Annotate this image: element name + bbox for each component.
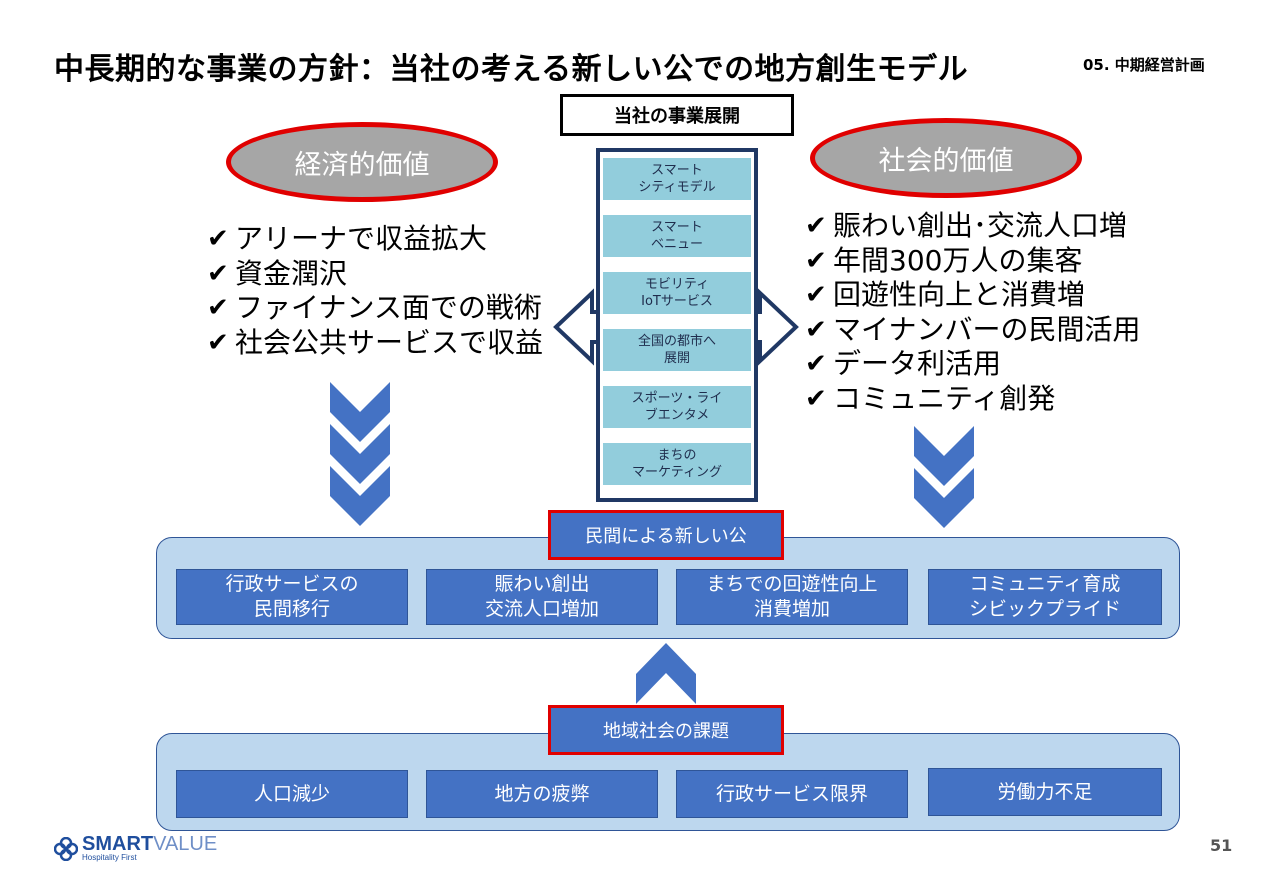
business-development-label: 当社の事業展開 — [560, 94, 794, 136]
logo-text-bold: SMART — [82, 833, 154, 855]
social-value-list: ✔賑わい創出･交流人口増 ✔年間300万人の集客 ✔回遊性向上と消費増 ✔マイナ… — [805, 209, 1140, 416]
check-icon: ✔ — [805, 314, 827, 345]
logo-tagline: Hospitality First — [82, 853, 137, 862]
business-item-mobility-iot: モビリティ IoTサービス — [603, 272, 751, 314]
check-icon: ✔ — [207, 327, 229, 358]
list-item: ✔コミュニティ創発 — [805, 381, 1056, 415]
check-icon: ✔ — [805, 280, 827, 310]
issue-box: 人口減少 — [176, 770, 408, 818]
check-icon: ✔ — [207, 258, 229, 289]
up-chevron-icon — [636, 643, 696, 704]
logo-text-light: VALUE — [153, 833, 218, 855]
new-public-box: 行政サービスの 民間移行 — [176, 569, 408, 625]
issue-box: 労働力不足 — [928, 768, 1162, 816]
page-number: 51 — [1210, 836, 1233, 855]
issue-box: 行政サービス限界 — [676, 770, 908, 818]
check-icon: ✔ — [805, 211, 827, 241]
business-item-nationwide: 全国の都市へ 展開 — [603, 329, 751, 371]
list-item: ✔回遊性向上と消費増 — [805, 278, 1086, 311]
new-public-box: コミュニティ育成 シビックプライド — [928, 569, 1162, 625]
list-item: ✔資金潤沢 — [207, 256, 348, 290]
economic-value-list: ✔アリーナで収益拡大 ✔資金潤沢 ✔ファイナンス面での戦術 ✔社会公共サービスで… — [207, 222, 543, 360]
company-logo: SMARTVALUE Hospitality First — [54, 833, 218, 862]
check-icon: ✔ — [207, 224, 229, 254]
list-item: ✔ファイナンス面での戦術 — [207, 291, 542, 324]
new-public-label: 民間による新しい公 — [548, 510, 784, 560]
check-icon: ✔ — [805, 245, 827, 276]
check-icon: ✔ — [207, 293, 229, 323]
regional-issues-label: 地域社会の課題 — [548, 705, 784, 755]
check-icon: ✔ — [805, 383, 827, 414]
social-value-ellipse: 社会的価値 — [810, 118, 1082, 198]
issue-box: 地方の疲弊 — [426, 770, 658, 818]
check-icon: ✔ — [805, 349, 827, 379]
page-title: 中長期的な事業の方針：当社の考える新しい公での地方創生モデル — [54, 52, 969, 87]
economic-value-label: 経済的価値 — [294, 149, 430, 181]
list-item: ✔賑わい創出･交流人口増 — [805, 209, 1128, 242]
right-chevrons-icon — [914, 426, 974, 528]
social-value-label: 社会的価値 — [878, 145, 1014, 177]
new-public-box: まちでの回遊性向上 消費増加 — [676, 569, 908, 625]
section-label: 05. 中期経営計画 — [1083, 56, 1205, 74]
left-chevrons-icon — [330, 382, 390, 526]
business-item-smart-city: スマート シティモデル — [603, 158, 751, 200]
business-item-town-marketing: まちの マーケティング — [603, 443, 751, 485]
business-item-sports-entertainment: スポーツ・ライ ブエンタメ — [603, 386, 751, 428]
economic-value-ellipse: 経済的価値 — [226, 122, 498, 202]
list-item: ✔年間300万人の集客 — [805, 243, 1083, 277]
new-public-box: 賑わい創出 交流人口増加 — [426, 569, 658, 625]
list-item: ✔データ利活用 — [805, 347, 1002, 380]
clover-logo-icon — [54, 836, 78, 861]
business-column: スマート シティモデル スマート ベニュー モビリティ IoTサービス 全国の都… — [596, 148, 758, 502]
list-item: ✔社会公共サービスで収益 — [207, 325, 544, 359]
list-item: ✔マイナンバーの民間活用 — [805, 312, 1141, 346]
business-item-smart-venue: スマート ベニュー — [603, 215, 751, 257]
list-item: ✔アリーナで収益拡大 — [207, 222, 488, 255]
